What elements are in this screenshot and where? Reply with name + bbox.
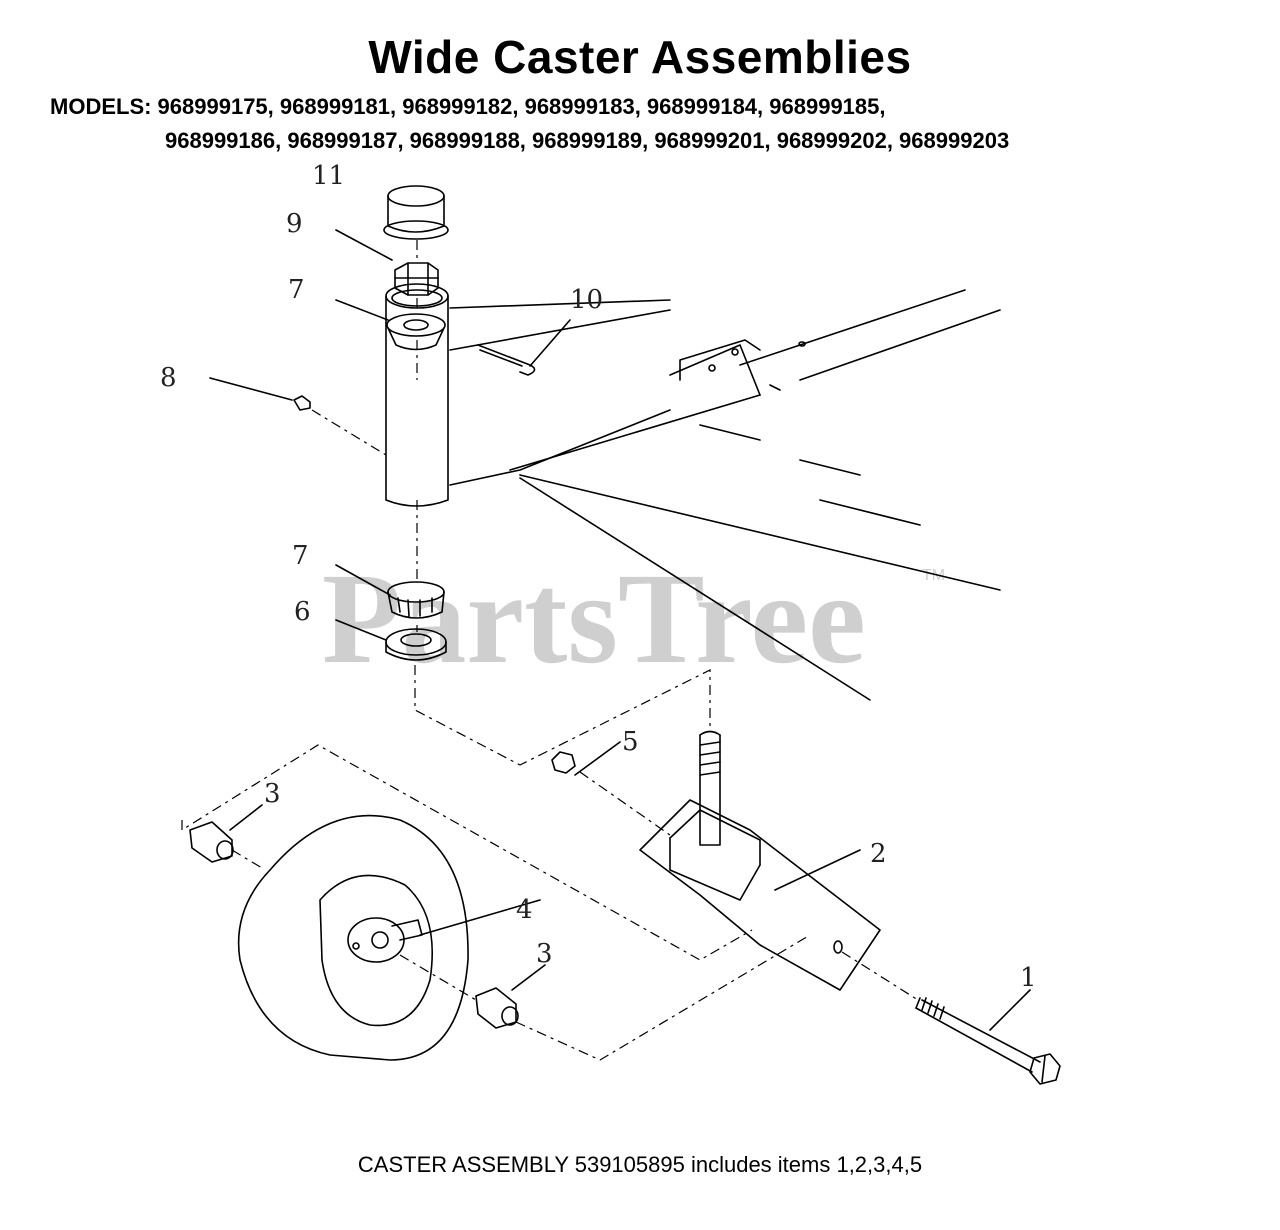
callout-7-bottom: 7: [292, 541, 309, 571]
callout-9: 9: [286, 209, 303, 239]
part-8-grease-fitting: [209, 377, 311, 411]
callout-11: 11: [312, 161, 345, 191]
callout-4: 4: [516, 895, 533, 925]
part-11-dust-cap: [383, 185, 449, 240]
models-line-1: MODELS: 968999175, 968999181, 968999182,…: [50, 94, 886, 119]
callout-7-top: 7: [288, 275, 305, 305]
leader-6: [335, 619, 387, 641]
leader-7-top: [335, 299, 389, 321]
callout-2: 2: [870, 839, 887, 869]
callout-6: 6: [294, 597, 311, 627]
callout-1: 1: [1020, 963, 1037, 993]
part-7-bearing-top: [386, 313, 446, 351]
part-3-spacer-left: [189, 804, 263, 863]
callout-8: 8: [160, 363, 177, 393]
part-6-thrust-washer: [385, 628, 447, 661]
leader-7-bottom: [335, 564, 391, 596]
callout-10: 10: [570, 285, 603, 315]
part-9-castle-nut: [394, 262, 439, 296]
part-3-spacer-right: [475, 964, 546, 1029]
part-4-wheel: [237, 814, 541, 1061]
diagram-title: Wide Caster Assemblies: [368, 31, 912, 83]
callout-3-left: 3: [264, 779, 281, 809]
caster-pivot-arm: [449, 299, 671, 486]
part-2-caster-fork: [639, 730, 881, 991]
part-5-lock-nut: [551, 741, 621, 776]
watermark: PartsTree: [322, 547, 866, 691]
part-1-axle-bolt: [915, 989, 1061, 1085]
leader-9: [335, 229, 393, 261]
callout-3-right: 3: [536, 939, 553, 969]
part-10-cotter-pin: [477, 319, 571, 376]
assembly-centerlines: [181, 240, 919, 1061]
callout-5: 5: [622, 727, 639, 757]
watermark-trademark: TM: [922, 567, 945, 584]
models-line-2: 968999186, 968999187, 968999188, 9689991…: [165, 128, 1010, 153]
part-7-bearing-bottom: [387, 581, 445, 619]
assembly-note: CASTER ASSEMBLY 539105895 includes items…: [357, 1152, 923, 1177]
